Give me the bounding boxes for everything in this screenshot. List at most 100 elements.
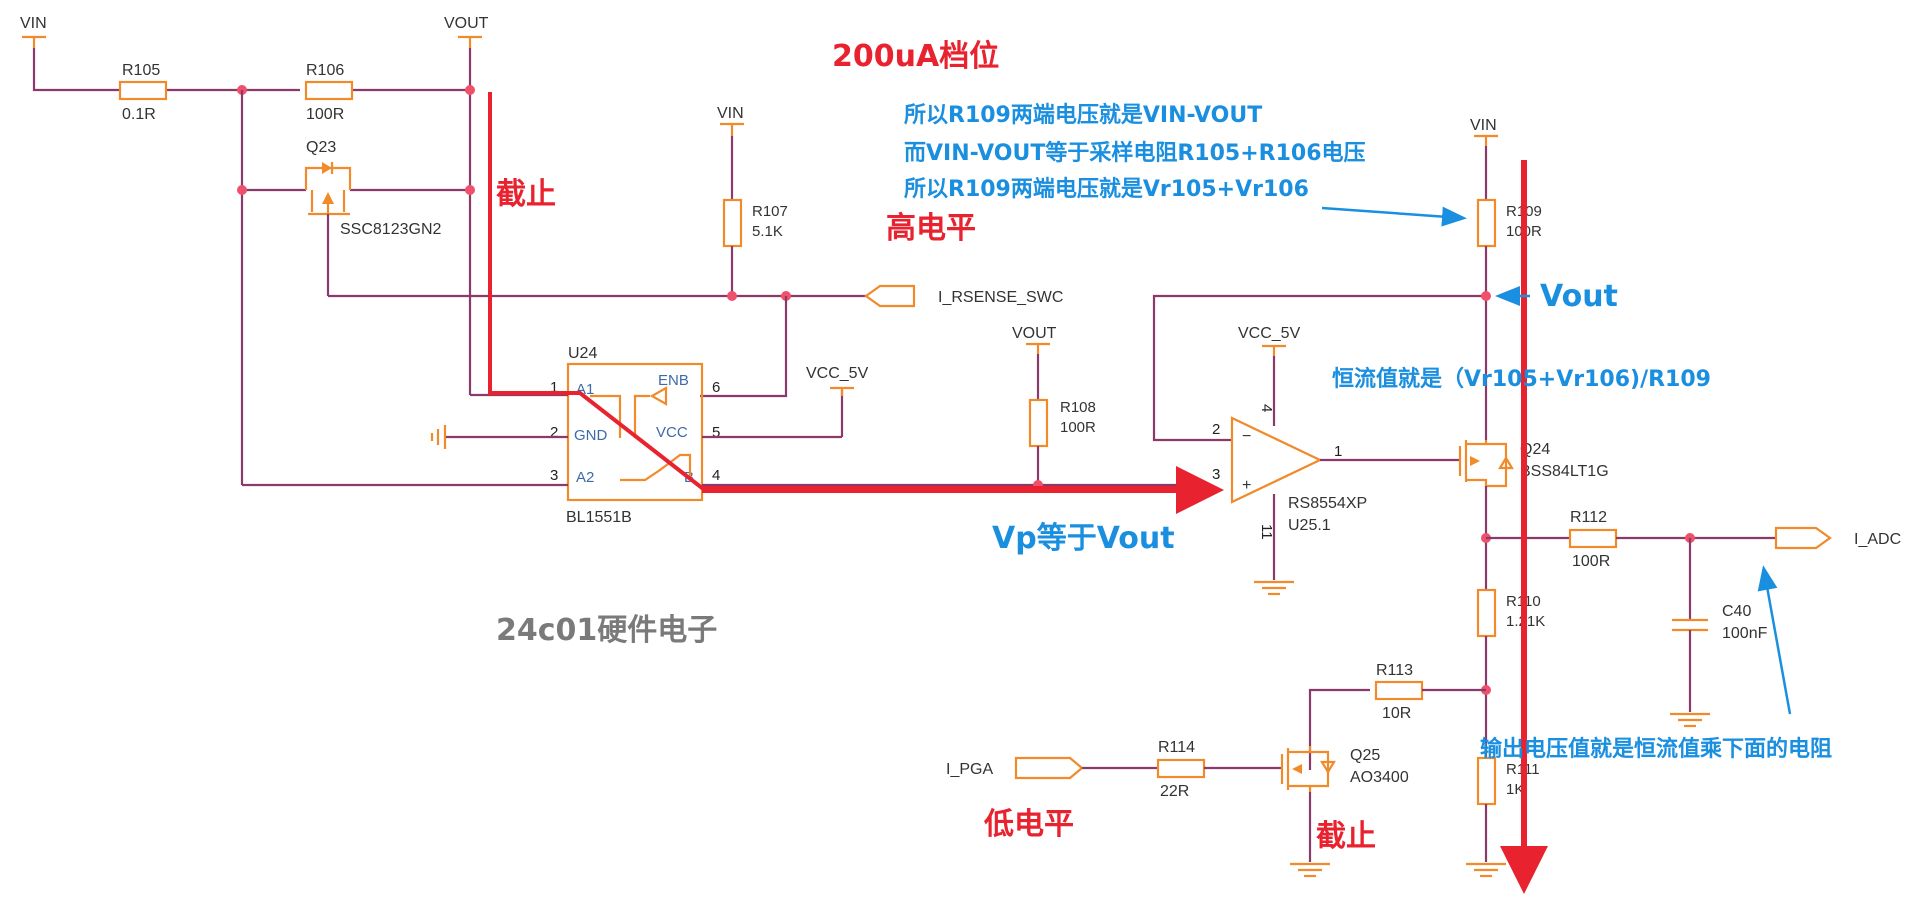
- svg-text:A2: A2: [576, 469, 594, 486]
- svg-text:100R: 100R: [306, 106, 344, 123]
- svg-text:R114: R114: [1158, 739, 1195, 756]
- explanation-line-3: 所以R109两端电压就是Vr105+Vr106: [904, 176, 1309, 202]
- resistor-r111: R111 1K: [1476, 756, 1540, 806]
- svg-text:C40: C40: [1722, 603, 1751, 620]
- svg-text:I_RSENSE_SWC: I_RSENSE_SWC: [938, 289, 1063, 306]
- svg-text:VOUT: VOUT: [1012, 325, 1057, 342]
- cutoff-label-q23: 截止: [496, 177, 556, 212]
- svg-text:AO3400: AO3400: [1350, 769, 1409, 786]
- resistor-r110: R110 1.21K: [1476, 588, 1545, 638]
- explanation-line-2: 而VIN-VOUT等于采样电阻R105+R106电压: [904, 140, 1366, 166]
- svg-text:VCC: VCC: [656, 424, 688, 441]
- annotation-arrow: [1321, 206, 1467, 227]
- svg-text:VCC_5V: VCC_5V: [1238, 325, 1301, 342]
- junction: [237, 185, 247, 195]
- vin-port-2: VIN: [717, 105, 744, 136]
- svg-text:2: 2: [550, 424, 558, 441]
- svg-text:0.1R: 0.1R: [122, 106, 156, 123]
- svg-text:I_PGA: I_PGA: [946, 761, 993, 778]
- svg-text:VOUT: VOUT: [444, 15, 489, 32]
- net-port-i-rsense-swc: I_RSENSE_SWC: [864, 284, 1063, 308]
- svg-text:100nF: 100nF: [1722, 625, 1768, 642]
- svg-text:2: 2: [1212, 421, 1220, 438]
- output-voltage-note: 输出电压值就是恒流值乘下面的电阻: [1480, 736, 1832, 762]
- wire: [1308, 688, 1370, 770]
- ic-u24: U24 1 A1 2 GND 3 A2 4 B 5 VCC 6 ENB BL15…: [550, 345, 720, 526]
- svg-text:6: 6: [712, 379, 720, 396]
- svg-text:Q25: Q25: [1350, 747, 1380, 764]
- title-annotation: 200uA档位: [832, 39, 999, 74]
- vcc-port-1: VCC_5V: [806, 365, 869, 396]
- watermark: 24c01硬件电子: [496, 613, 717, 648]
- junction: [727, 291, 737, 301]
- svg-text:U24: U24: [568, 345, 597, 362]
- svg-text:R107: R107: [752, 203, 788, 220]
- vout-port-1: VOUT: [444, 15, 489, 48]
- wire: [700, 296, 788, 398]
- svg-text:ENB: ENB: [658, 372, 689, 389]
- low-level-label: 低电平: [983, 807, 1074, 842]
- net-port-i-adc: I_ADC: [1774, 526, 1901, 550]
- capacitor-c40: C40 100nF: [1672, 603, 1768, 642]
- junction: [465, 85, 475, 95]
- resistor-r106: R106 100R: [304, 62, 354, 123]
- svg-text:1K: 1K: [1506, 781, 1524, 798]
- annotation-arrow: [1757, 565, 1792, 715]
- vout-label: Vout: [1540, 279, 1618, 314]
- svg-text:R113: R113: [1376, 662, 1413, 679]
- svg-text:BSS84LT1G: BSS84LT1G: [1520, 463, 1609, 480]
- svg-text:VCC_5V: VCC_5V: [806, 365, 869, 382]
- svg-text:SSC8123GN2: SSC8123GN2: [340, 221, 441, 238]
- ground-symbol: [1254, 580, 1294, 596]
- svg-text:100R: 100R: [1572, 553, 1610, 570]
- svg-text:R106: R106: [306, 62, 344, 79]
- svg-text:R105: R105: [122, 62, 160, 79]
- vin-port-3: VIN: [1470, 117, 1498, 146]
- svg-text:Q23: Q23: [306, 139, 336, 156]
- net-port-i-pga: I_PGA: [946, 756, 1084, 780]
- vp-equals-vout-label: Vp等于Vout: [992, 521, 1175, 556]
- svg-text:3: 3: [1212, 466, 1220, 483]
- wire: [32, 48, 120, 92]
- ground-symbol: [1670, 712, 1710, 728]
- resistor-r105: R105 0.1R: [118, 62, 168, 123]
- resistor-r109: R109 100R: [1476, 198, 1542, 248]
- svg-text:RS8554XP: RS8554XP: [1288, 495, 1367, 512]
- vin-port-1: VIN: [20, 15, 47, 48]
- resistor-r112: R112 100R: [1568, 509, 1618, 570]
- svg-text:5.1K: 5.1K: [752, 223, 783, 240]
- svg-text:4: 4: [1258, 404, 1275, 412]
- svg-text:4: 4: [712, 467, 720, 484]
- svg-text:11: 11: [1258, 524, 1275, 540]
- svg-text:+: +: [1242, 477, 1251, 494]
- svg-text:Q24: Q24: [1520, 441, 1550, 458]
- resistor-r114: R114 22R: [1156, 739, 1206, 800]
- svg-text:5: 5: [712, 424, 720, 441]
- svg-text:VIN: VIN: [20, 15, 47, 32]
- svg-text:1: 1: [1334, 443, 1342, 460]
- ground-symbol: [1290, 862, 1330, 878]
- svg-text:1: 1: [550, 379, 558, 396]
- high-level-label: 高电平: [886, 211, 976, 246]
- mosfet-q25: Q25 AO3400: [1280, 746, 1409, 792]
- wire: [1152, 294, 1486, 442]
- svg-text:R112: R112: [1570, 509, 1607, 526]
- svg-text:I_ADC: I_ADC: [1854, 531, 1901, 548]
- cutoff-label-q25: 截止: [1316, 819, 1376, 854]
- junction: [465, 185, 475, 195]
- svg-text:VIN: VIN: [717, 105, 744, 122]
- mosfet-q24: Q24 BSS84LT1G: [1458, 440, 1609, 488]
- mosfet-q23: Q23 SSC8123GN2: [304, 139, 441, 238]
- vout-port-2: VOUT: [1012, 325, 1057, 354]
- svg-text:10R: 10R: [1382, 705, 1411, 722]
- svg-text:BL1551B: BL1551B: [566, 509, 632, 526]
- svg-text:VIN: VIN: [1470, 117, 1497, 134]
- svg-text:−: −: [1242, 428, 1251, 445]
- opamp-u25: 2 3 1 4 11 − + RS8554XP U25.1: [1212, 404, 1367, 540]
- svg-text:U25.1: U25.1: [1288, 517, 1331, 534]
- junction: [1481, 291, 1491, 301]
- svg-text:GND: GND: [574, 427, 608, 444]
- constant-current-formula: 恒流值就是（Vr105+Vr106)/R109: [1332, 366, 1711, 392]
- svg-text:3: 3: [550, 467, 558, 484]
